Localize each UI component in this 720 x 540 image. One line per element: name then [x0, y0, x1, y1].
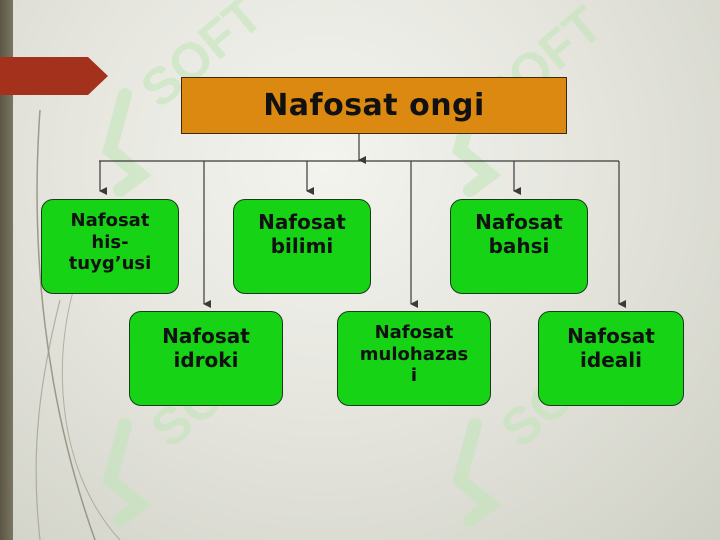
- accent-arrow-tab: [0, 57, 108, 95]
- node-label: Nafosat mulohazas i: [359, 322, 469, 387]
- root-node-nafosat-ongi: Nafosat ongi: [181, 77, 567, 134]
- node-label: Nafosat his- tuyg’usi: [68, 210, 152, 275]
- watermark-logo: [102, 418, 152, 527]
- node-label: Nafosat idroki: [162, 324, 250, 372]
- watermark-logo: [102, 88, 152, 197]
- node-nafosat-idroki: Nafosat idroki: [129, 311, 283, 406]
- root-node-label: Nafosat ongi: [263, 88, 485, 123]
- node-label: Nafosat ideali: [567, 324, 655, 372]
- left-edge-bar: [0, 0, 13, 540]
- node-label: Nafosat bahsi: [475, 210, 563, 258]
- node-nafosat-bahsi: Nafosat bahsi: [450, 199, 588, 294]
- watermark-logo: [452, 418, 502, 527]
- node-label: Nafosat bilimi: [258, 210, 346, 258]
- node-nafosat-ideali: Nafosat ideali: [538, 311, 684, 406]
- node-nafosat-his-tuygusi: Nafosat his- tuyg’usi: [41, 199, 179, 294]
- node-nafosat-mulohazasi: Nafosat mulohazas i: [337, 311, 491, 406]
- node-nafosat-bilimi: Nafosat bilimi: [233, 199, 371, 294]
